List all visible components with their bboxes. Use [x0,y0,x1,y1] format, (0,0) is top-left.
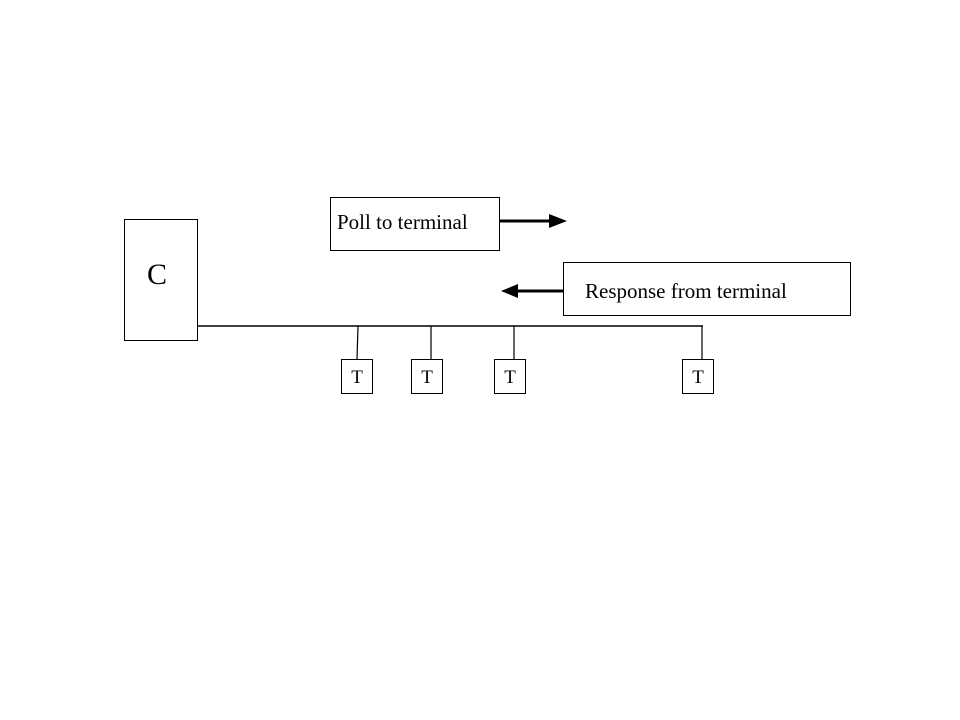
response-arrow [501,284,563,298]
terminal-box-4: T [682,359,714,394]
poll-label: Poll to terminal [337,209,468,234]
terminal-drop-1 [356,325,359,360]
controller-box: C [124,219,198,341]
terminal-label: T [504,366,516,388]
response-label-box: Response from terminal [563,262,851,316]
poll-label-box: Poll to terminal [330,197,500,251]
terminal-box-3: T [494,359,526,394]
terminal-label: T [692,366,704,388]
response-label: Response from terminal [585,278,787,303]
terminal-box-2: T [411,359,443,394]
terminal-box-1: T [341,359,373,394]
terminal-label: T [351,366,363,388]
terminal-label: T [421,366,433,388]
poll-arrow [500,214,567,228]
controller-label: C [147,258,168,291]
